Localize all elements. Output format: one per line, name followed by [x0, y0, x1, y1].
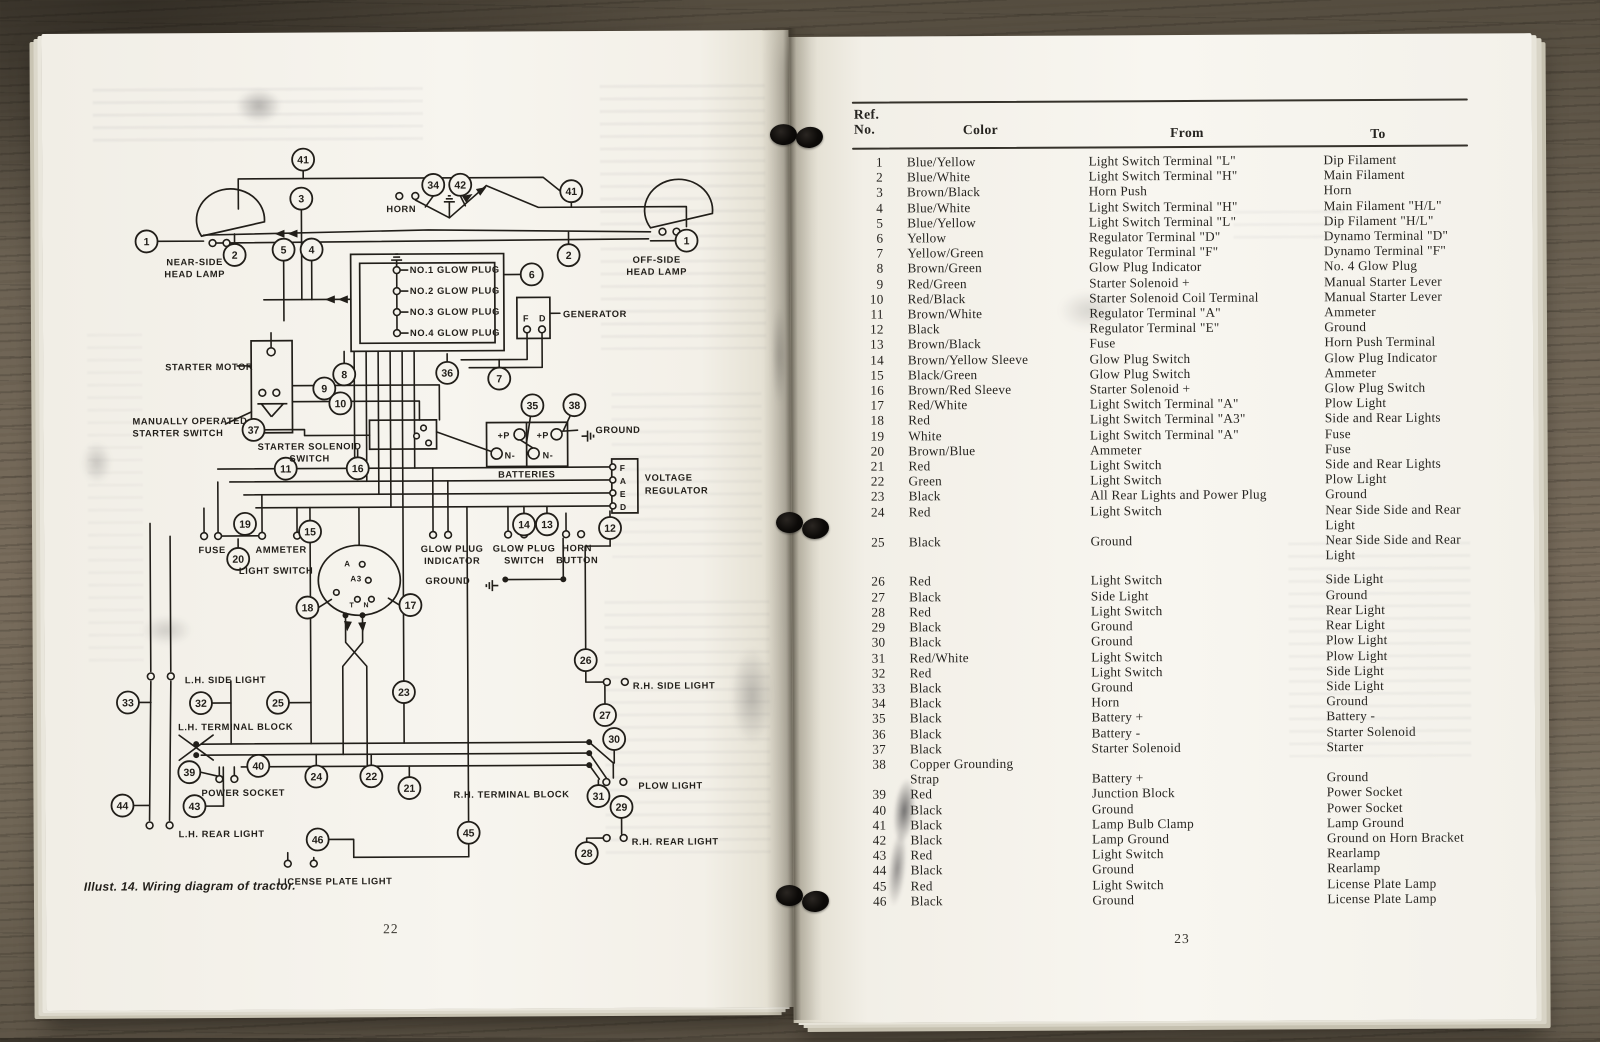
- binder-hole: [776, 885, 803, 906]
- illustration-caption: Illust. 14. Wiring diagram of tractor.: [84, 879, 296, 894]
- right-page: [788, 33, 1536, 1023]
- page-number-22: 22: [383, 921, 399, 937]
- left-page: [41, 30, 793, 1011]
- binder-hole: [776, 512, 803, 533]
- binder-hole: [770, 124, 797, 145]
- page-number-23: 23: [1174, 931, 1190, 947]
